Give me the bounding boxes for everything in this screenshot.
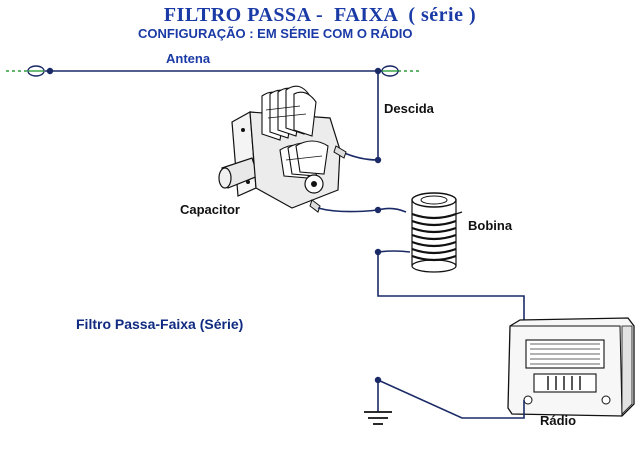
junction-dot: [46, 67, 54, 75]
label-bobina: Bobina: [468, 218, 513, 233]
ground-wire: [377, 379, 525, 419]
vintage-radio-icon: [507, 317, 635, 417]
junction-dot: [374, 156, 382, 164]
label-antena: Antena: [166, 51, 211, 66]
left-insulator-icon: [27, 65, 45, 77]
ground-symbol-icon: [364, 411, 392, 425]
capacitor-coil-wire: [317, 207, 379, 213]
label-radio: Rádio: [540, 413, 577, 428]
page-title: FILTRO PASSA - FAIXA ( série ): [163, 4, 477, 26]
junction-dot: [374, 376, 382, 384]
diagram-caption: Filtro Passa-Faixa (Série): [76, 316, 244, 332]
variable-capacitor-icon: [218, 85, 347, 213]
right-insulator-icon: [381, 65, 399, 77]
page-subtitle: CONFIGURAÇÃO : EM SÉRIE COM O RÁDIO: [138, 26, 413, 41]
coil-icon: [411, 192, 463, 273]
label-descida: Descida: [384, 101, 434, 116]
coil-radio-wire: [377, 252, 525, 324]
descida-wire: [341, 71, 379, 161]
label-capacitor: Capacitor: [180, 202, 240, 217]
